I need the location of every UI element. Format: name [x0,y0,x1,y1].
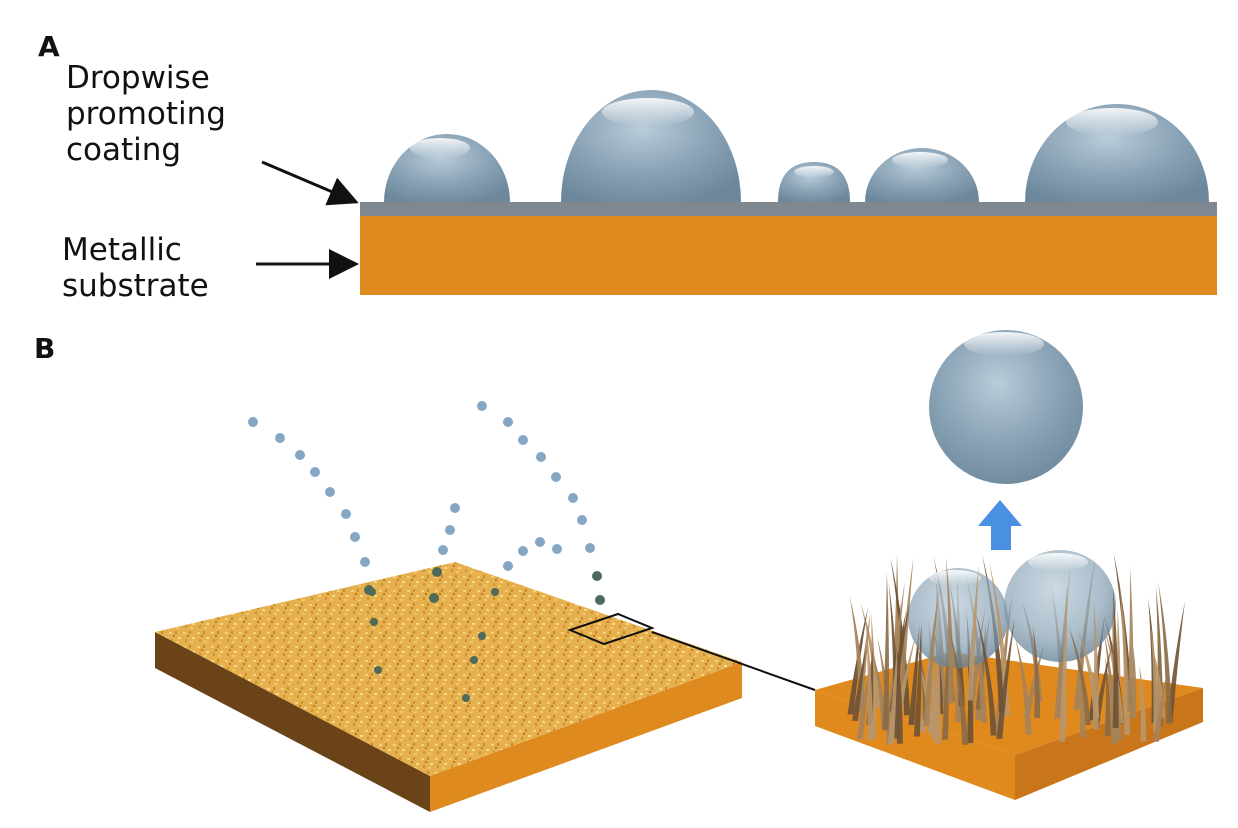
nanofiber [1158,582,1173,724]
nanofiber [1127,566,1134,712]
nanofiber [1023,644,1045,718]
nanofiber [1112,586,1119,729]
nanofiber [870,647,888,729]
nanofiber [975,612,997,736]
falling-droplet [585,543,595,553]
nanofiber [945,556,955,704]
nanofiber [1130,646,1137,719]
nanofiber [966,564,979,701]
block-top-surface [155,562,742,776]
surface-droplet [368,588,376,596]
nanofiber [888,582,900,739]
falling-droplet [295,450,305,460]
falling-droplet [518,546,528,556]
surface-droplet [491,588,499,596]
coalescing-droplet [1004,550,1116,662]
surface-droplet [374,666,382,674]
nanofiber [896,645,903,744]
nanofiber [1077,661,1086,738]
jumping-droplet [929,330,1083,484]
falling-droplet [341,509,351,519]
coating-droplet [384,134,510,202]
coating-droplet [865,148,979,202]
falling-droplet [503,417,513,427]
zoom-connector-line [651,631,816,691]
coating-droplet [561,90,741,202]
falling-droplet [518,435,528,445]
surface-droplet [478,632,486,640]
jump-direction-arrow [978,500,1022,550]
nanofiber-forest-front [852,556,1185,745]
falling-droplet [325,487,335,497]
nanofiber [882,571,889,731]
falling-droplet [536,452,546,462]
nanofiber [996,618,1015,739]
panel-b-surface-block [155,562,816,812]
surface-droplet [430,594,438,602]
nanofiber [859,601,882,708]
falling-droplet [477,401,487,411]
nanofiber [1153,670,1168,742]
falling-droplet [432,567,442,577]
nanofiber [1068,626,1091,726]
nanofiber [1032,626,1041,719]
nanofiber [913,622,922,737]
nanofiber [1014,635,1032,735]
coating-droplet [778,162,850,202]
coating-pointer-arrow [261,160,359,206]
falling-droplet [552,544,562,554]
falling-droplet [350,532,360,542]
falling-droplet [577,515,587,525]
falling-droplet [568,493,578,503]
falling-droplet [360,557,370,567]
substrate-label: Metallic substrate [62,232,209,304]
surface-droplet [462,694,470,702]
nanofiber [1077,627,1100,717]
coating-layer [360,202,1217,216]
nanofiber [887,641,898,745]
nanofiber [908,623,920,725]
nanofiber [982,554,1005,713]
metallic-substrate [360,215,1217,295]
nanofiber [887,581,905,721]
falling-droplet [438,545,448,555]
block-left-side [155,632,430,812]
panel-b-letter: B [34,332,56,365]
falling-droplet [275,433,285,443]
falling-droplet [595,595,605,605]
falling-droplet [535,537,545,547]
nanofiber [1059,584,1067,742]
nanofiber [852,648,866,721]
nanofiber [1150,624,1160,733]
falling-droplets [248,401,605,702]
nanofiber [866,625,874,741]
coating-droplet [1025,104,1209,202]
panel-a-letter: A [38,30,60,63]
zoom-region-box [567,612,655,646]
falling-droplet [310,467,320,477]
surface-droplet [370,618,378,626]
falling-droplet [450,503,460,513]
nanofiber [1119,580,1131,735]
falling-droplet [503,561,513,571]
nanofiber [1139,665,1147,742]
falling-droplet [248,417,258,427]
nanofiber [922,589,939,727]
falling-droplet [551,472,561,482]
falling-droplet [592,571,602,581]
nanofiber [948,625,969,745]
panel-a [256,90,1217,295]
nanofiber [1166,601,1185,722]
coating-label: Dropwise promoting coating [66,60,226,168]
surface-droplet [470,656,478,664]
falling-droplet [445,525,455,535]
block-right-side [430,662,742,812]
